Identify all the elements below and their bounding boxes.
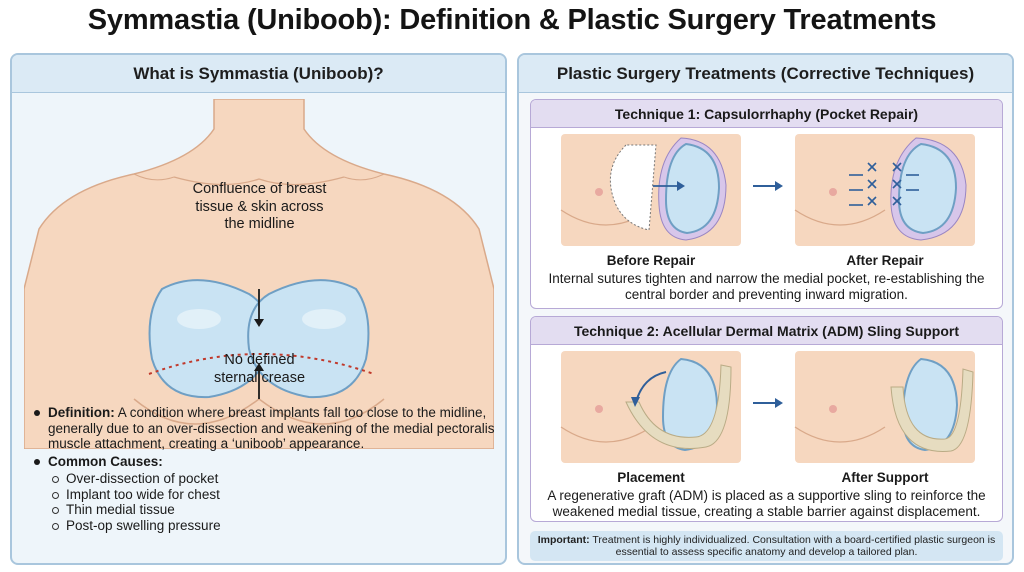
midline-dotted-line — [148, 353, 375, 375]
technique-1-title: Technique 1: Capsulorrhaphy (Pocket Repa… — [531, 100, 1002, 128]
implant-after — [897, 142, 958, 235]
after-support-label: After Support — [841, 470, 929, 485]
next-arrow-icon — [775, 181, 783, 191]
arrow-icon — [677, 181, 685, 191]
cause-item: Implant too wide for chest — [30, 487, 500, 503]
treatments-panel: Plastic Surgery Treatments (Corrective T… — [517, 53, 1014, 565]
technique-2-card: Technique 2: Acellular Dermal Matrix (AD… — [530, 316, 1003, 522]
up-arrow-icon — [254, 363, 264, 371]
cause-item: Thin medial tissue — [30, 502, 500, 518]
adm-sling-illustration — [560, 351, 975, 463]
technique-1-description: Internal sutures tighten and narrow the … — [548, 271, 985, 302]
definition-panel-header: What is Symmastia (Uniboob)? — [12, 55, 505, 93]
suture-icons — [849, 162, 919, 206]
after-repair-label: After Repair — [846, 253, 924, 268]
causes-bullet: Common Causes: — [30, 454, 500, 470]
definition-bullet: Definition: A condition where breast imp… — [30, 405, 500, 452]
cause-item: Over-dissection of pocket — [30, 471, 500, 487]
capsulorrhaphy-illustration — [560, 134, 975, 246]
definition-panel: What is Symmastia (Uniboob)? Confluence … — [10, 53, 507, 565]
down-arrow-icon — [254, 319, 264, 327]
curved-arrow-icon — [631, 397, 640, 407]
definition-text-block: Definition: A condition where breast imp… — [30, 405, 500, 533]
symmastia-torso-illustration — [24, 99, 494, 449]
important-note: Important: Treatment is highly individua… — [530, 531, 1003, 561]
adm-sling — [890, 368, 974, 452]
next-arrow-icon — [775, 398, 783, 408]
torso-skin — [24, 99, 494, 449]
implant-after-support — [901, 357, 959, 452]
callout-sternal-crease: No defined sternal crease — [213, 352, 306, 386]
adm-graft — [625, 364, 732, 449]
technique-1-card: Technique 1: Capsulorrhaphy (Pocket Repa… — [530, 99, 1003, 309]
implant-before — [664, 142, 721, 235]
technique-2-title: Technique 2: Acellular Dermal Matrix (AD… — [531, 317, 1002, 345]
technique-2-description: A regenerative graft (ADM) is placed as … — [547, 488, 986, 519]
page-title: Symmastia (Uniboob): Definition & Plasti… — [87, 4, 937, 36]
treatments-panel-header: Plastic Surgery Treatments (Corrective T… — [519, 55, 1012, 93]
right-implant — [247, 279, 370, 399]
implant-placement — [661, 357, 719, 452]
before-repair-label: Before Repair — [606, 253, 696, 268]
callout-confluence: Confluence of breast tissue & skin acros… — [192, 181, 327, 232]
cause-item: Post-op swelling pressure — [30, 518, 500, 534]
left-implant — [148, 279, 271, 399]
placement-label: Placement — [617, 470, 685, 485]
